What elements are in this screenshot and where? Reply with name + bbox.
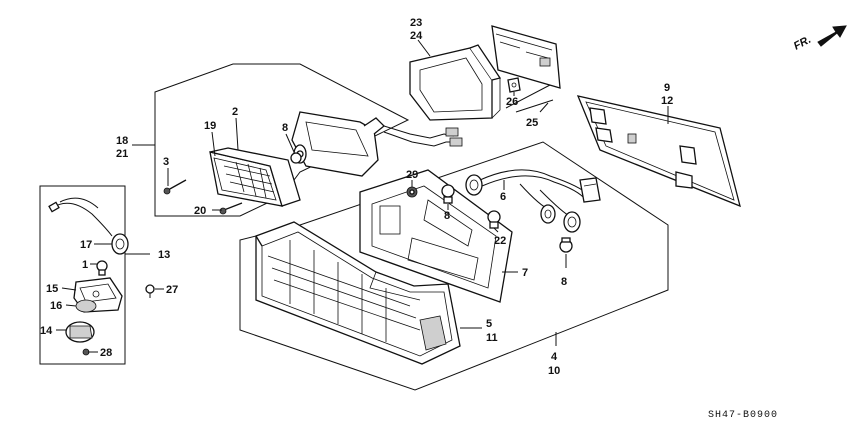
leader-25 xyxy=(505,84,554,113)
callout-3: 3 xyxy=(163,156,169,168)
lamp-housing-plate xyxy=(576,95,741,208)
license-bulb-1 xyxy=(96,260,108,276)
callout-24: 24 xyxy=(410,30,423,42)
callout-18: 18 xyxy=(116,135,128,147)
callout-1: 1 xyxy=(82,259,88,271)
clip-27 xyxy=(145,284,155,298)
callout-17: 17 xyxy=(80,239,92,251)
leader-15 xyxy=(61,287,77,291)
direction-arrow-icon xyxy=(817,25,847,47)
callout-8-upper: 8 xyxy=(282,122,288,134)
leader-22 xyxy=(493,227,499,233)
bulbs xyxy=(290,152,573,253)
bulb-29 xyxy=(406,186,418,198)
callout-29: 29 xyxy=(406,169,418,181)
bulb-22 xyxy=(487,210,501,229)
socket-right xyxy=(579,177,601,203)
bezel-part xyxy=(409,44,502,121)
callout-27: 27 xyxy=(166,284,178,296)
callout-15: 15 xyxy=(46,283,58,295)
leader-8-upper xyxy=(285,133,295,153)
callout-13: 13 xyxy=(158,249,170,261)
callout-12: 12 xyxy=(661,95,673,107)
front-direction-indicator: FR. xyxy=(792,25,847,53)
callout-28: 28 xyxy=(100,347,112,359)
socket-lower xyxy=(563,211,581,233)
callout-25: 25 xyxy=(526,117,538,129)
leader-19 xyxy=(211,131,216,157)
diagram-code: SH47-B0900 xyxy=(708,410,778,421)
bulb-8-upper xyxy=(290,152,302,164)
license-lens-14 xyxy=(65,321,95,343)
callout-5: 5 xyxy=(486,318,492,330)
callout-9: 9 xyxy=(664,82,670,94)
callout-23: 23 xyxy=(410,17,422,29)
callout-20: 20 xyxy=(194,205,206,217)
callout-21: 21 xyxy=(116,148,128,160)
socket-left xyxy=(465,174,483,196)
bulb-8-right xyxy=(559,237,573,253)
callout-11: 11 xyxy=(486,332,498,344)
callout-2: 2 xyxy=(232,106,238,118)
group-frames xyxy=(39,63,669,391)
side-marker-lens xyxy=(209,147,301,207)
screws xyxy=(163,179,243,215)
license-light-parts xyxy=(48,197,155,356)
callout-4: 4 xyxy=(551,351,558,363)
callout-16: 16 xyxy=(50,300,62,312)
callout-7: 7 xyxy=(522,267,528,279)
tail-light-group-frame xyxy=(239,141,669,391)
bulb-8-center xyxy=(441,184,455,204)
callout-22: 22 xyxy=(494,235,506,247)
leader-23-24 xyxy=(417,39,431,57)
wire-harness xyxy=(465,169,601,233)
callout-8-center: 8 xyxy=(444,210,450,222)
license-gasket-16 xyxy=(75,299,97,313)
side-marker-group-frame xyxy=(154,63,410,217)
leader-2 xyxy=(235,117,239,151)
license-light-group-frame xyxy=(39,185,126,365)
gasket xyxy=(359,169,513,303)
tail-light-lens xyxy=(255,221,461,365)
socket-middle xyxy=(540,204,556,224)
callout-6: 6 xyxy=(500,191,506,203)
callout-19: 19 xyxy=(204,120,216,132)
leader-16 xyxy=(65,304,77,307)
callout-8-right: 8 xyxy=(561,276,567,288)
callout-14: 14 xyxy=(40,325,53,337)
callout-26: 26 xyxy=(506,96,518,108)
callouts: 23 24 26 25 9 12 2 19 8 18 21 3 20 29 6 … xyxy=(40,17,673,377)
leader-lines xyxy=(56,39,669,353)
direction-label: FR. xyxy=(792,34,813,53)
callout-10: 10 xyxy=(548,365,560,377)
side-marker-housing xyxy=(291,111,463,177)
license-socket-17 xyxy=(111,233,129,255)
bracket-part xyxy=(491,25,561,93)
